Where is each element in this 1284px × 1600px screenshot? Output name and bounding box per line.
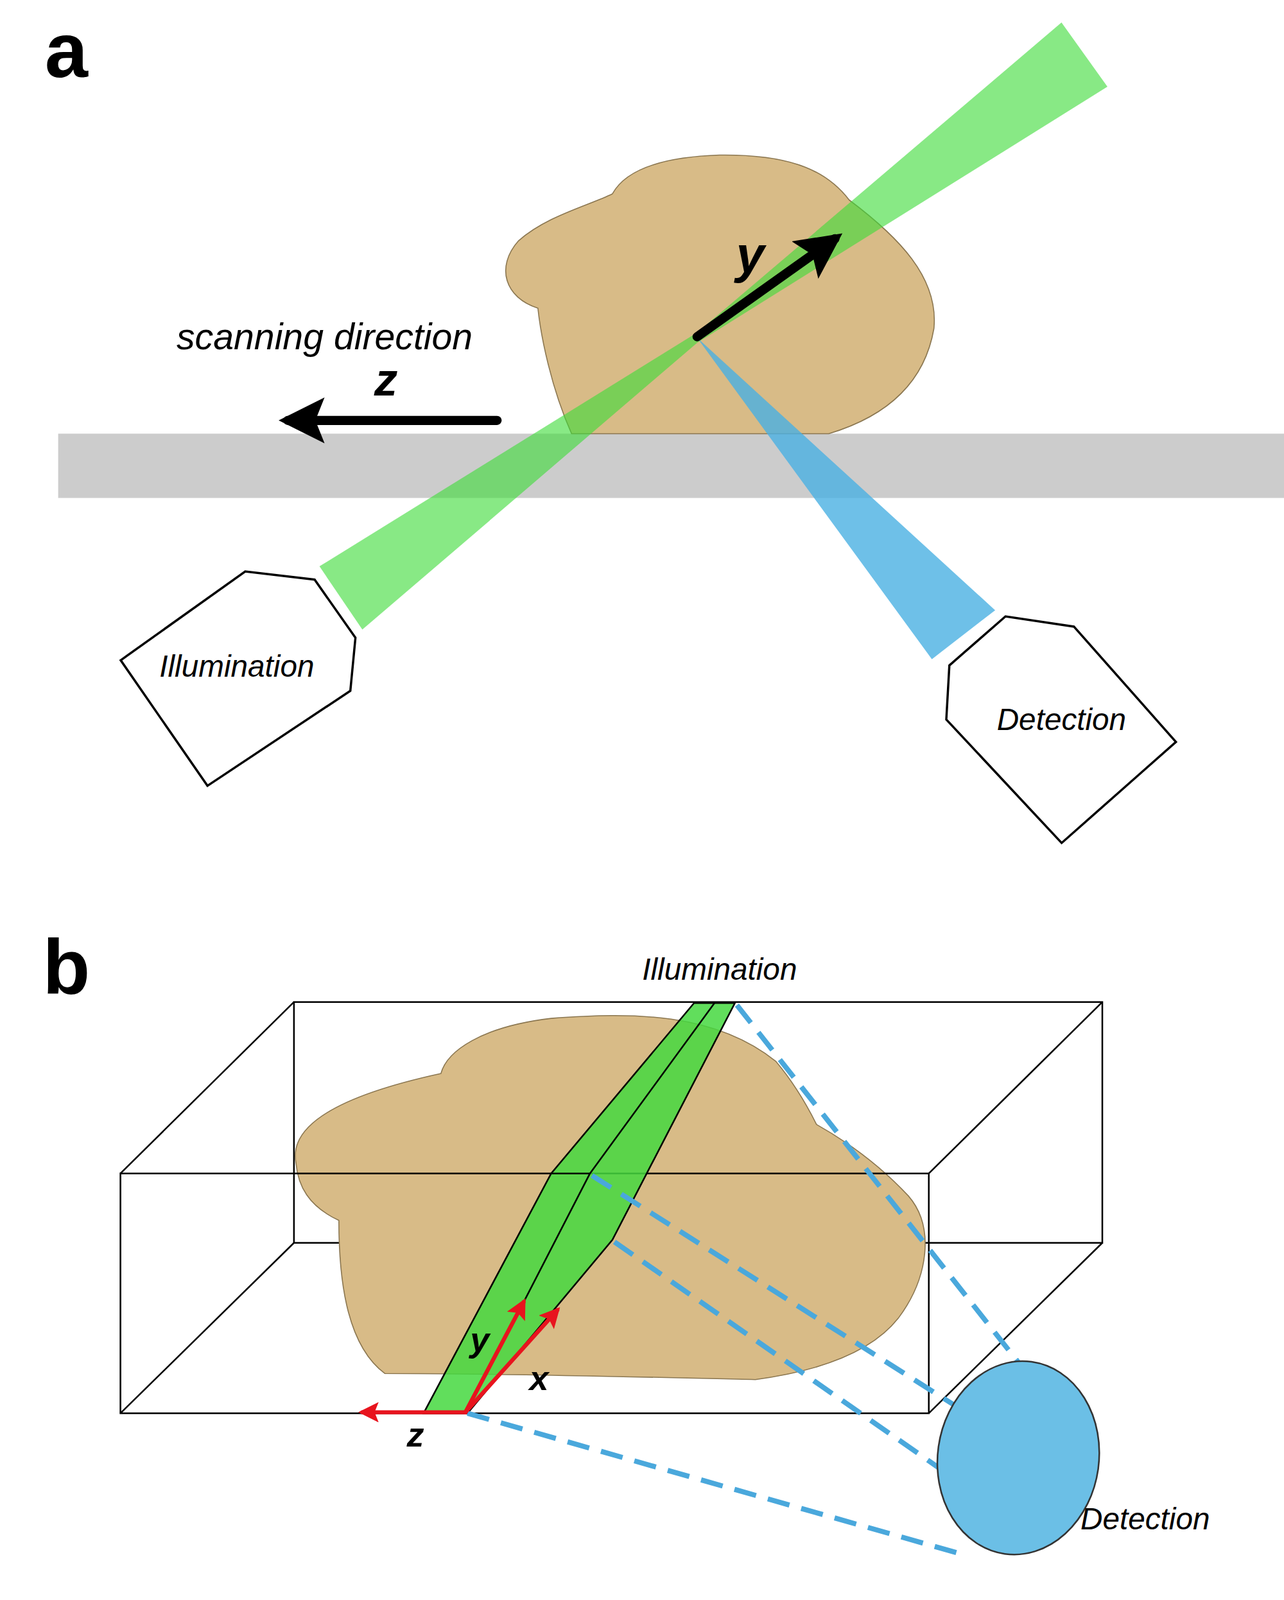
objective-housing: Detection [946, 616, 1179, 843]
axis-label: z [407, 1416, 425, 1452]
z-axis-arrow [287, 416, 497, 426]
illumination-beam [697, 22, 1108, 343]
detection-cone [697, 337, 996, 660]
panel-letter: a [44, 12, 88, 90]
light-sheet-edge [520, 1002, 715, 1308]
y-axis-arrow [697, 238, 836, 338]
node-label: Detection [997, 704, 1127, 736]
axis-label: z [374, 356, 399, 404]
node-label: Illumination [159, 650, 314, 682]
direction-label: scanning direction [176, 318, 473, 356]
illumination-beam [319, 332, 698, 630]
node-label: Detection [1080, 1503, 1210, 1535]
objective-housing: Illumination [120, 571, 358, 788]
axis-label: y [735, 229, 764, 281]
axis-label: x [529, 1360, 549, 1396]
coverslip-band [58, 433, 1284, 498]
objective-housing-shape [120, 571, 356, 786]
axis-arrows [362, 1301, 558, 1413]
axis-label: y [469, 1321, 490, 1357]
objective-housing-shape [946, 616, 1177, 843]
detection-lens: Detection [936, 1359, 1100, 1556]
detection-lens-outline [936, 1359, 1100, 1556]
panel-letter: b [42, 928, 90, 1007]
light-sheet [423, 1002, 736, 1414]
volume-box [120, 1002, 1103, 1414]
illumination-label: Illumination [642, 954, 797, 985]
